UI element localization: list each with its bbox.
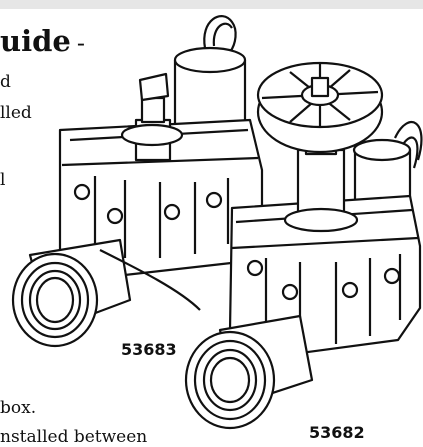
left-valve bbox=[11, 15, 264, 348]
heading-dash: - bbox=[76, 29, 85, 57]
text-line-3: l bbox=[0, 170, 6, 190]
label-53683: 53683 bbox=[121, 340, 177, 359]
top-band bbox=[0, 0, 423, 9]
text-line-4: box. bbox=[0, 398, 37, 418]
text-line-1: d bbox=[0, 72, 11, 92]
page-heading: uide- bbox=[0, 24, 85, 60]
heading-word: uide bbox=[0, 24, 71, 58]
text-line-2: lled bbox=[0, 103, 32, 123]
text-line-5: nstalled between bbox=[0, 427, 148, 447]
label-53682: 53682 bbox=[309, 423, 365, 442]
right-valve bbox=[184, 61, 423, 430]
